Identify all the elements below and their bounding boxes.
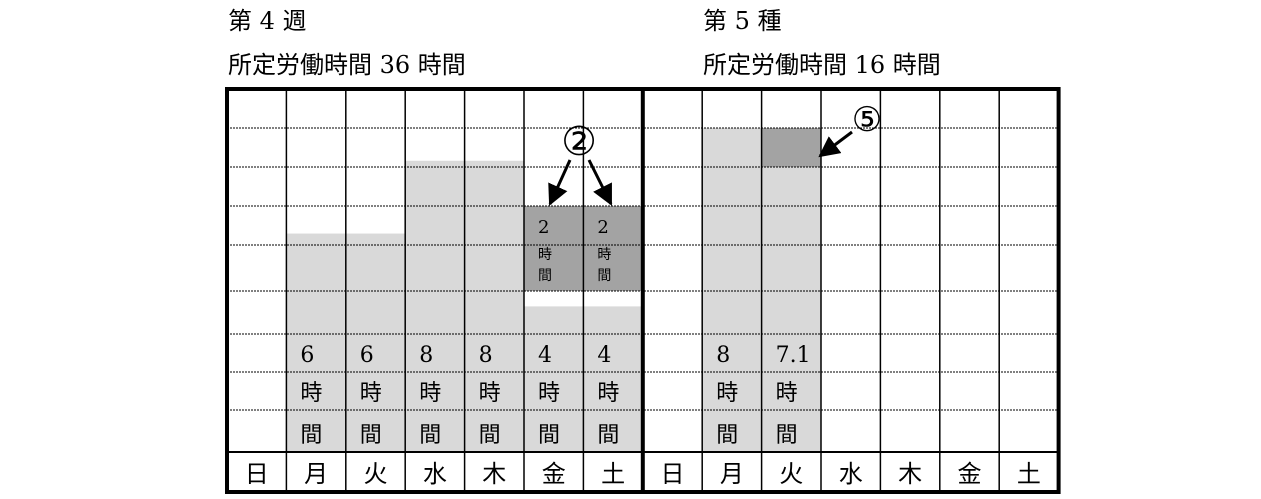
right-day-6: 土 [1017,460,1041,488]
right-bar-unit2-火: 間 [776,423,798,448]
left-bar-hours-土: 4 [597,343,611,368]
left-bar-unit1-水: 時 [419,381,441,406]
left-bar-unit1-金: 時 [538,381,560,406]
right-bar-unit1-火: 時 [776,381,798,406]
grid-outer-border [225,87,1061,494]
left-extra-hours-土: 2 [597,217,608,238]
left-bar-土 [583,306,643,452]
left-bar-unit1-月: 時 [300,381,322,406]
left-extra-unit2-金: 間 [538,268,552,284]
left-bar-unit1-土: 時 [597,381,619,406]
left-extra-block-金 [524,206,584,291]
left-day-4: 木 [482,460,506,488]
left-bar-hours-火: 6 [360,343,374,368]
right-day-0: 日 [661,460,685,488]
right-bar-火 [761,128,821,452]
left-extra-block-土 [583,206,643,291]
right-bar-unit1-月: 時 [716,381,738,406]
left-extra-unit1-土: 時 [597,247,611,263]
right-day-3: 水 [839,460,863,488]
right-day-1: 月 [720,460,744,488]
right-bar-unit2-月: 間 [716,423,738,448]
left-callout-arrow-fri [548,159,572,206]
right-extra-block-火 [761,128,821,167]
left-day-2: 火 [364,460,388,488]
left-bar-hours-木: 8 [479,343,493,368]
left-week-title: 第 4 週 [228,7,307,35]
right-bar-hours-月: 8 [716,343,730,368]
left-hours-line: 所定労働時間 36 時間 [228,51,466,79]
left-bar-unit2-金: 間 [538,423,560,448]
left-extra-unit1-金: 時 [538,247,552,263]
left-bar-水 [405,160,465,452]
right-day-4: 木 [898,460,922,488]
right-day-5: 金 [958,460,982,488]
right-callout-label: ⑤ [852,100,882,140]
left-bar-hours-金: 4 [538,343,552,368]
left-bar-unit1-火: 時 [360,381,382,406]
left-extra-unit2-土: 間 [597,268,611,284]
right-bar-月 [702,128,762,452]
left-bar-unit2-木: 間 [479,423,501,448]
left-bar-火 [345,233,406,452]
left-bar-hours-水: 8 [419,343,433,368]
left-bar-木 [464,160,524,452]
right-callout-arrow [818,130,853,158]
left-bar-unit2-月: 間 [300,423,322,448]
left-day-0: 日 [245,460,269,488]
left-day-5: 金 [542,460,566,488]
left-bar-unit2-水: 間 [419,423,441,448]
left-day-3: 水 [423,460,447,488]
left-bar-unit1-木: 時 [479,381,501,406]
right-day-2: 火 [779,460,803,488]
left-bar-月 [286,233,346,452]
right-hours-line: 所定労働時間 16 時間 [703,51,941,79]
right-week-title: 第 5 種 [703,7,782,35]
left-callout-label: ② [561,119,597,165]
left-day-6: 土 [601,460,625,488]
left-bar-unit2-火: 間 [360,423,382,448]
left-extra-hours-金: 2 [538,217,549,238]
left-bar-unit2-土: 間 [597,423,619,448]
left-bar-金 [524,306,584,452]
left-day-1: 月 [304,460,328,488]
left-bar-hours-月: 6 [300,343,314,368]
left-callout-arrow-sat [587,159,613,206]
right-bar-hours-火: 7.1 [776,343,811,368]
